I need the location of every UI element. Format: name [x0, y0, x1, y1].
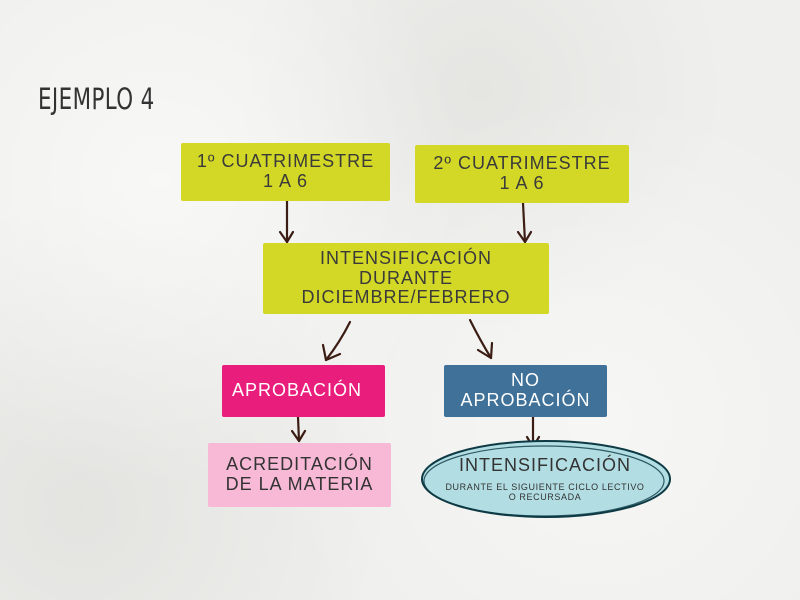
box-aprobacion-label: APROBACIÓN: [232, 380, 363, 401]
box-intensificacion-line2: DURANTE DICIEMBRE/FEBRERO: [301, 267, 511, 308]
box-primer-cuatrimestre: 1º CUATRIMESTRE 1 A 6: [181, 143, 390, 201]
box-no-aprobacion: NO APROBACIÓN: [444, 365, 607, 417]
arrow-c2-to-intensificacion: [516, 201, 533, 244]
ellipse-intensificacion-subtitle: DURANTE EL SIGUIENTE CICLO LECTIVO O REC…: [420, 482, 670, 503]
box-segundo-cuatrimestre-line1: 2º CUATRIMESTRE: [433, 153, 611, 174]
box-acreditacion-line2: DE LA MATERIA: [225, 474, 374, 494]
box-primer-cuatrimestre-line2: 1 A 6: [262, 171, 309, 191]
arrow-aprobacion-to-acreditacion: [290, 415, 307, 443]
page-title: EJEMPLO 4: [38, 82, 155, 116]
ellipse-intensificacion-sub-line1: DURANTE EL SIGUIENTE CICLO LECTIVO: [445, 482, 645, 492]
arrow-intensificacion-to-no-aprobacion: [468, 318, 494, 360]
ellipse-intensificacion-sub-line2: O RECURSADA: [508, 492, 582, 503]
box-segundo-cuatrimestre: 2º CUATRIMESTRE 1 A 6: [415, 145, 629, 203]
arrow-c1-to-intensificacion: [278, 199, 295, 244]
box-aprobacion: APROBACIÓN: [222, 365, 385, 417]
box-segundo-cuatrimestre-line2: 1 A 6: [499, 173, 545, 193]
box-acreditacion-line1: ACREDITACIÓN: [226, 454, 373, 475]
box-intensificacion: INTENSIFICACIÓN DURANTE DICIEMBRE/FEBRER…: [263, 243, 549, 314]
ellipse-intensificacion-title: INTENSIFICACIÓN: [458, 455, 631, 475]
arrow-intensificacion-to-aprobacion: [321, 320, 352, 362]
box-acreditacion: ACREDITACIÓN DE LA MATERIA: [208, 443, 391, 507]
box-primer-cuatrimestre-line1: 1º CUATRIMESTRE: [196, 151, 375, 172]
box-no-aprobacion-label: NO APROBACIÓN: [460, 370, 591, 410]
box-intensificacion-line1: INTENSIFICACIÓN: [319, 247, 492, 268]
